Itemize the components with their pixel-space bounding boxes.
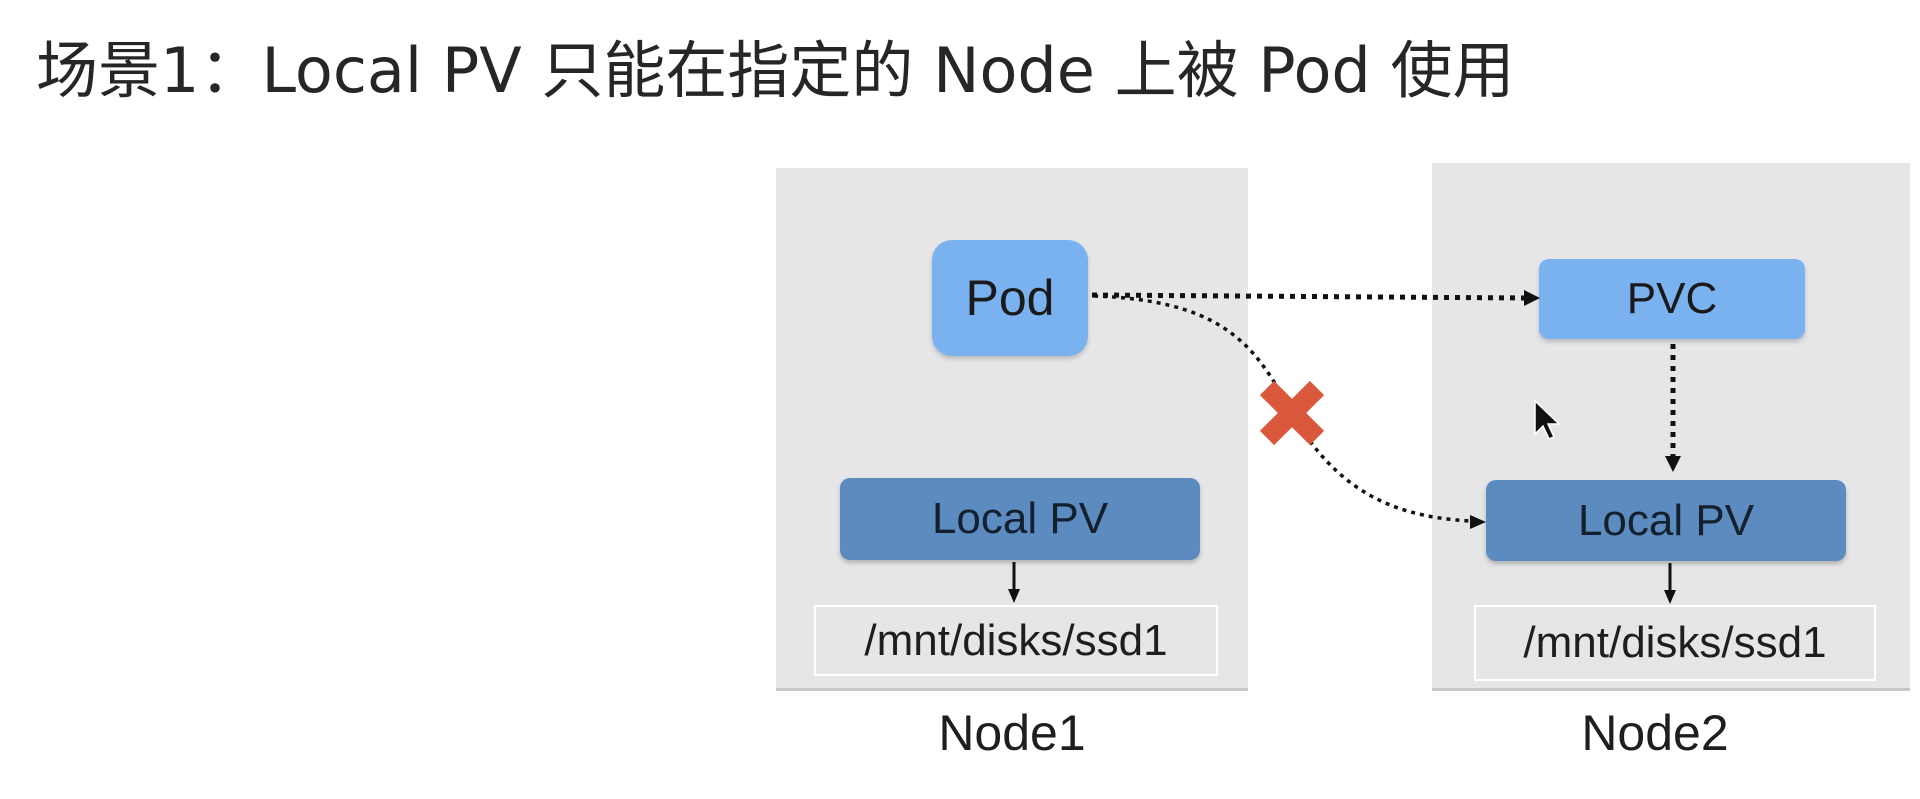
node2-local-pv-box: Local PV xyxy=(1486,480,1846,561)
node1-path-box: /mnt/disks/ssd1 xyxy=(814,605,1218,676)
pod-box: Pod xyxy=(932,240,1088,356)
slide-title: 场景1：Local PV 只能在指定的 Node 上被 Pod 使用 xyxy=(36,34,1515,107)
blocked-x-icon xyxy=(1259,380,1325,446)
node2-path-box: /mnt/disks/ssd1 xyxy=(1474,605,1876,681)
node1-label: Node1 xyxy=(938,705,1086,761)
node2-label: Node2 xyxy=(1581,705,1729,761)
pvc-box: PVC xyxy=(1539,259,1805,339)
node1-local-pv-box: Local PV xyxy=(840,478,1200,560)
